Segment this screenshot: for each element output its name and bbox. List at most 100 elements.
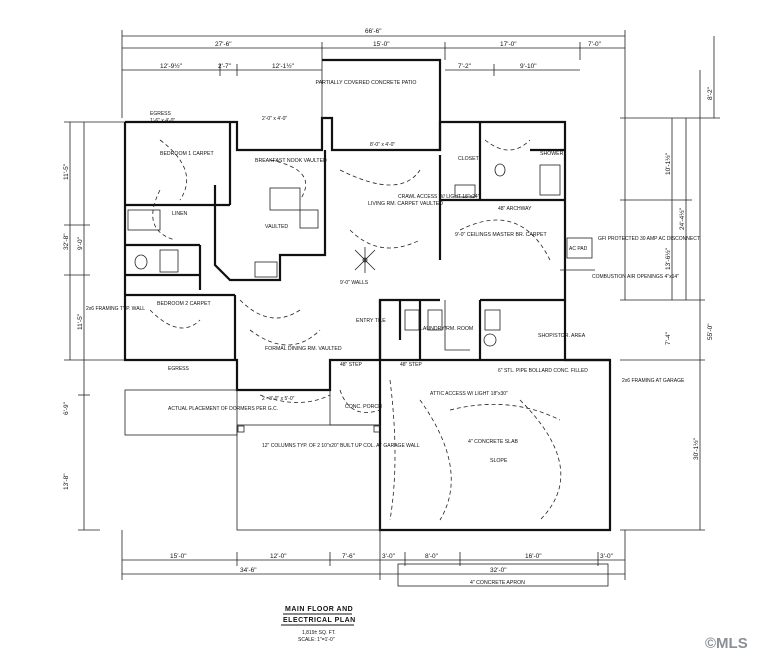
note-window-patio: 8'-0" x 4'-0" — [370, 142, 395, 148]
note-framing-right: 2x6 FRAMING AT GARAGE — [622, 378, 685, 384]
room-master: 9'-0" CEILINGS MASTER BR. CARPET — [455, 232, 547, 238]
bottom-dim2-1: 34'-6" — [240, 567, 257, 574]
washer-icon — [404, 309, 420, 331]
note-egress-bottom: EGRESS — [168, 366, 190, 372]
kitchen-island-icon — [269, 187, 301, 211]
bottom-dim-1: 15'-0" — [170, 553, 187, 560]
bottom-dim2-2: 32'-0" — [490, 567, 507, 574]
note-window-top: 2'-0" x 4'-0" — [262, 116, 287, 122]
bottom-dim-3: 7'-6" — [342, 553, 356, 560]
second-dim-2: 2'-7" — [218, 63, 232, 70]
note-step2: 48" STEP — [400, 362, 422, 368]
exterior-walls — [123, 58, 612, 587]
dormers-zone — [124, 389, 238, 436]
mls-watermark: ©MLS — [705, 635, 748, 652]
room-patio: PARTIALLY COVERED CONCRETE PATIO — [316, 80, 417, 86]
front-zone — [236, 424, 381, 531]
top-dim-4: 7'-0" — [588, 41, 602, 48]
bottom-dim-2: 12'-0" — [270, 553, 287, 560]
title-block: MAIN FLOOR AND ELECTRICAL PLAN 1,819± SQ… — [281, 606, 356, 643]
room-dining: FORMAL DINING RM. VAULTED — [265, 346, 342, 352]
ac-pad-icon — [566, 237, 593, 259]
note-gfi: GFI PROTECTED 30 AMP AC DISCONNECT — [598, 236, 700, 242]
right-dim-7: 30'-1½" — [692, 437, 700, 460]
column-right-icon — [373, 425, 381, 433]
room-slab: 4" CONCRETE SLAB — [468, 439, 519, 445]
room-porch: CONC. PORCH — [345, 404, 382, 410]
room-shop: SHOP/STOR. AREA — [538, 333, 586, 339]
room-closet: CLOSET — [458, 156, 480, 162]
note-archway: 48" ARCHWAY — [498, 206, 532, 212]
overall-width-label: 66'-6" — [365, 28, 382, 35]
note-columns: 12" COLUMNS TYP. OF 2 10"x20" BUILT UP C… — [262, 443, 420, 449]
bottom-dim-4: 3'-0" — [382, 553, 396, 560]
right-dim-3: 24'-4½" — [678, 207, 686, 230]
shower-icon — [539, 164, 561, 196]
note-step1: 48" STEP — [340, 362, 362, 368]
room-labels: PARTIALLY COVERED CONCRETE PATIO BEDROOM… — [157, 80, 586, 586]
left-dim-1: 11'-5" — [63, 163, 70, 180]
left-dimension-lines: 11'-5" 32'-8" 9'-0" 11'-5" 6'-9" 13'-8" — [63, 121, 125, 531]
note-walls: 9'-0" WALLS — [340, 280, 369, 286]
note-ac-pad: AC PAD — [569, 246, 588, 252]
toilet-icon — [134, 254, 148, 270]
title-line2: ELECTRICAL PLAN — [283, 617, 356, 624]
room-bedroom1: BEDROOM 1 CARPET — [160, 151, 214, 157]
column-left-icon — [237, 425, 245, 433]
right-dim-6: 7'-4" — [665, 331, 672, 345]
room-linen: LINEN — [172, 211, 188, 217]
room-shower: SHOWER — [540, 151, 564, 157]
title-sqft: 1,819± SQ. FT. — [302, 630, 336, 636]
room-apron: 4" CONCRETE APRON — [470, 580, 525, 586]
dryer-icon — [427, 309, 443, 331]
fixtures — [127, 163, 595, 433]
sink-icon — [299, 209, 319, 229]
top-dim-3: 17'-0" — [500, 41, 517, 48]
bottom-dim-5: 8'-0" — [425, 553, 439, 560]
refrigerator-icon — [254, 261, 278, 278]
note-bollard: 6" STL. PIPE BOLLARD CONC. FILLED — [498, 368, 588, 374]
left-dim-5: 6'-9" — [63, 401, 70, 415]
vanity-icon — [159, 249, 179, 273]
room-laundry: LAUNDRY/RM. ROOM — [420, 326, 473, 332]
closet-shelf-icon — [454, 184, 476, 198]
right-dim-1: 8'-2" — [707, 86, 714, 100]
room-breakfast: BREAKFAST NOOK VAULTED — [255, 158, 327, 164]
bottom-dim-6: 16'-0" — [525, 553, 542, 560]
note-window-dining: 2 - 3'-0" x 5'-0" — [262, 396, 295, 402]
top-dim-2: 15'-0" — [373, 41, 390, 48]
bottom-dim-7: 3'-0" — [600, 553, 614, 560]
note-crawl: CRAWL ACCESS W/ LIGHT 18"x24" — [398, 194, 480, 200]
note-attic: ATTIC ACCESS W/ LIGHT 18"x30" — [430, 391, 508, 397]
right-dimension-lines: 8'-2" 10'-1½" 24'-4½" 13'-6½" 55'-0" 7'-… — [620, 36, 720, 531]
fau-unit-icon — [484, 309, 501, 331]
second-dim-3: 12'-1½" — [272, 62, 295, 70]
note-dormers: ACTUAL PLACEMENT OF DORMERS PER G.C. — [168, 406, 278, 412]
bathtub-icon — [127, 209, 161, 231]
interior-walls — [125, 122, 565, 360]
room-slope: SLOPE — [490, 458, 508, 464]
plan-notes: EGRESS EGRESS CRAWL ACCESS W/ LIGHT 18"x… — [86, 111, 700, 449]
room-entry: ENTRY TILE — [356, 318, 386, 324]
right-dim-5: 55'-0" — [707, 323, 714, 340]
bottom-dimension-lines: 15'-0" 12'-0" 7'-6" 3'-0" 8'-0" 16'-0" 3… — [121, 530, 626, 580]
top-dim-1: 27'-6" — [215, 41, 232, 48]
right-dim-2: 10'-1½" — [664, 152, 672, 175]
room-bedroom2: BEDROOM 2 CARPET — [157, 301, 211, 307]
water-heater-icon — [483, 333, 497, 347]
ceiling-fan-icon — [354, 247, 376, 273]
master-toilet-icon — [494, 163, 506, 177]
note-combustion: COMBUSTION AIR OPENINGS 4"x14" — [592, 274, 679, 280]
apron-zone — [397, 563, 609, 587]
note-egress-top: EGRESS — [150, 111, 172, 117]
note-framing-left: 2x6 FRAMING TYP. WALL — [86, 306, 145, 312]
top-dimension-lines: 66'-6" 27'-6" 15'-0" 17'-0" 7'-0" 12'-9½… — [121, 28, 626, 300]
second-dim-1: 12'-9½" — [160, 62, 183, 70]
second-dim-5: 9'-10" — [520, 63, 537, 70]
second-dim-4: 7'-2" — [458, 63, 472, 70]
left-dim-2: 32'-8" — [63, 233, 70, 250]
room-vaulted: VAULTED — [265, 224, 288, 230]
electrical-wiring — [149, 139, 562, 521]
room-living: LIVING RM. CARPET VAULTED — [368, 201, 443, 207]
